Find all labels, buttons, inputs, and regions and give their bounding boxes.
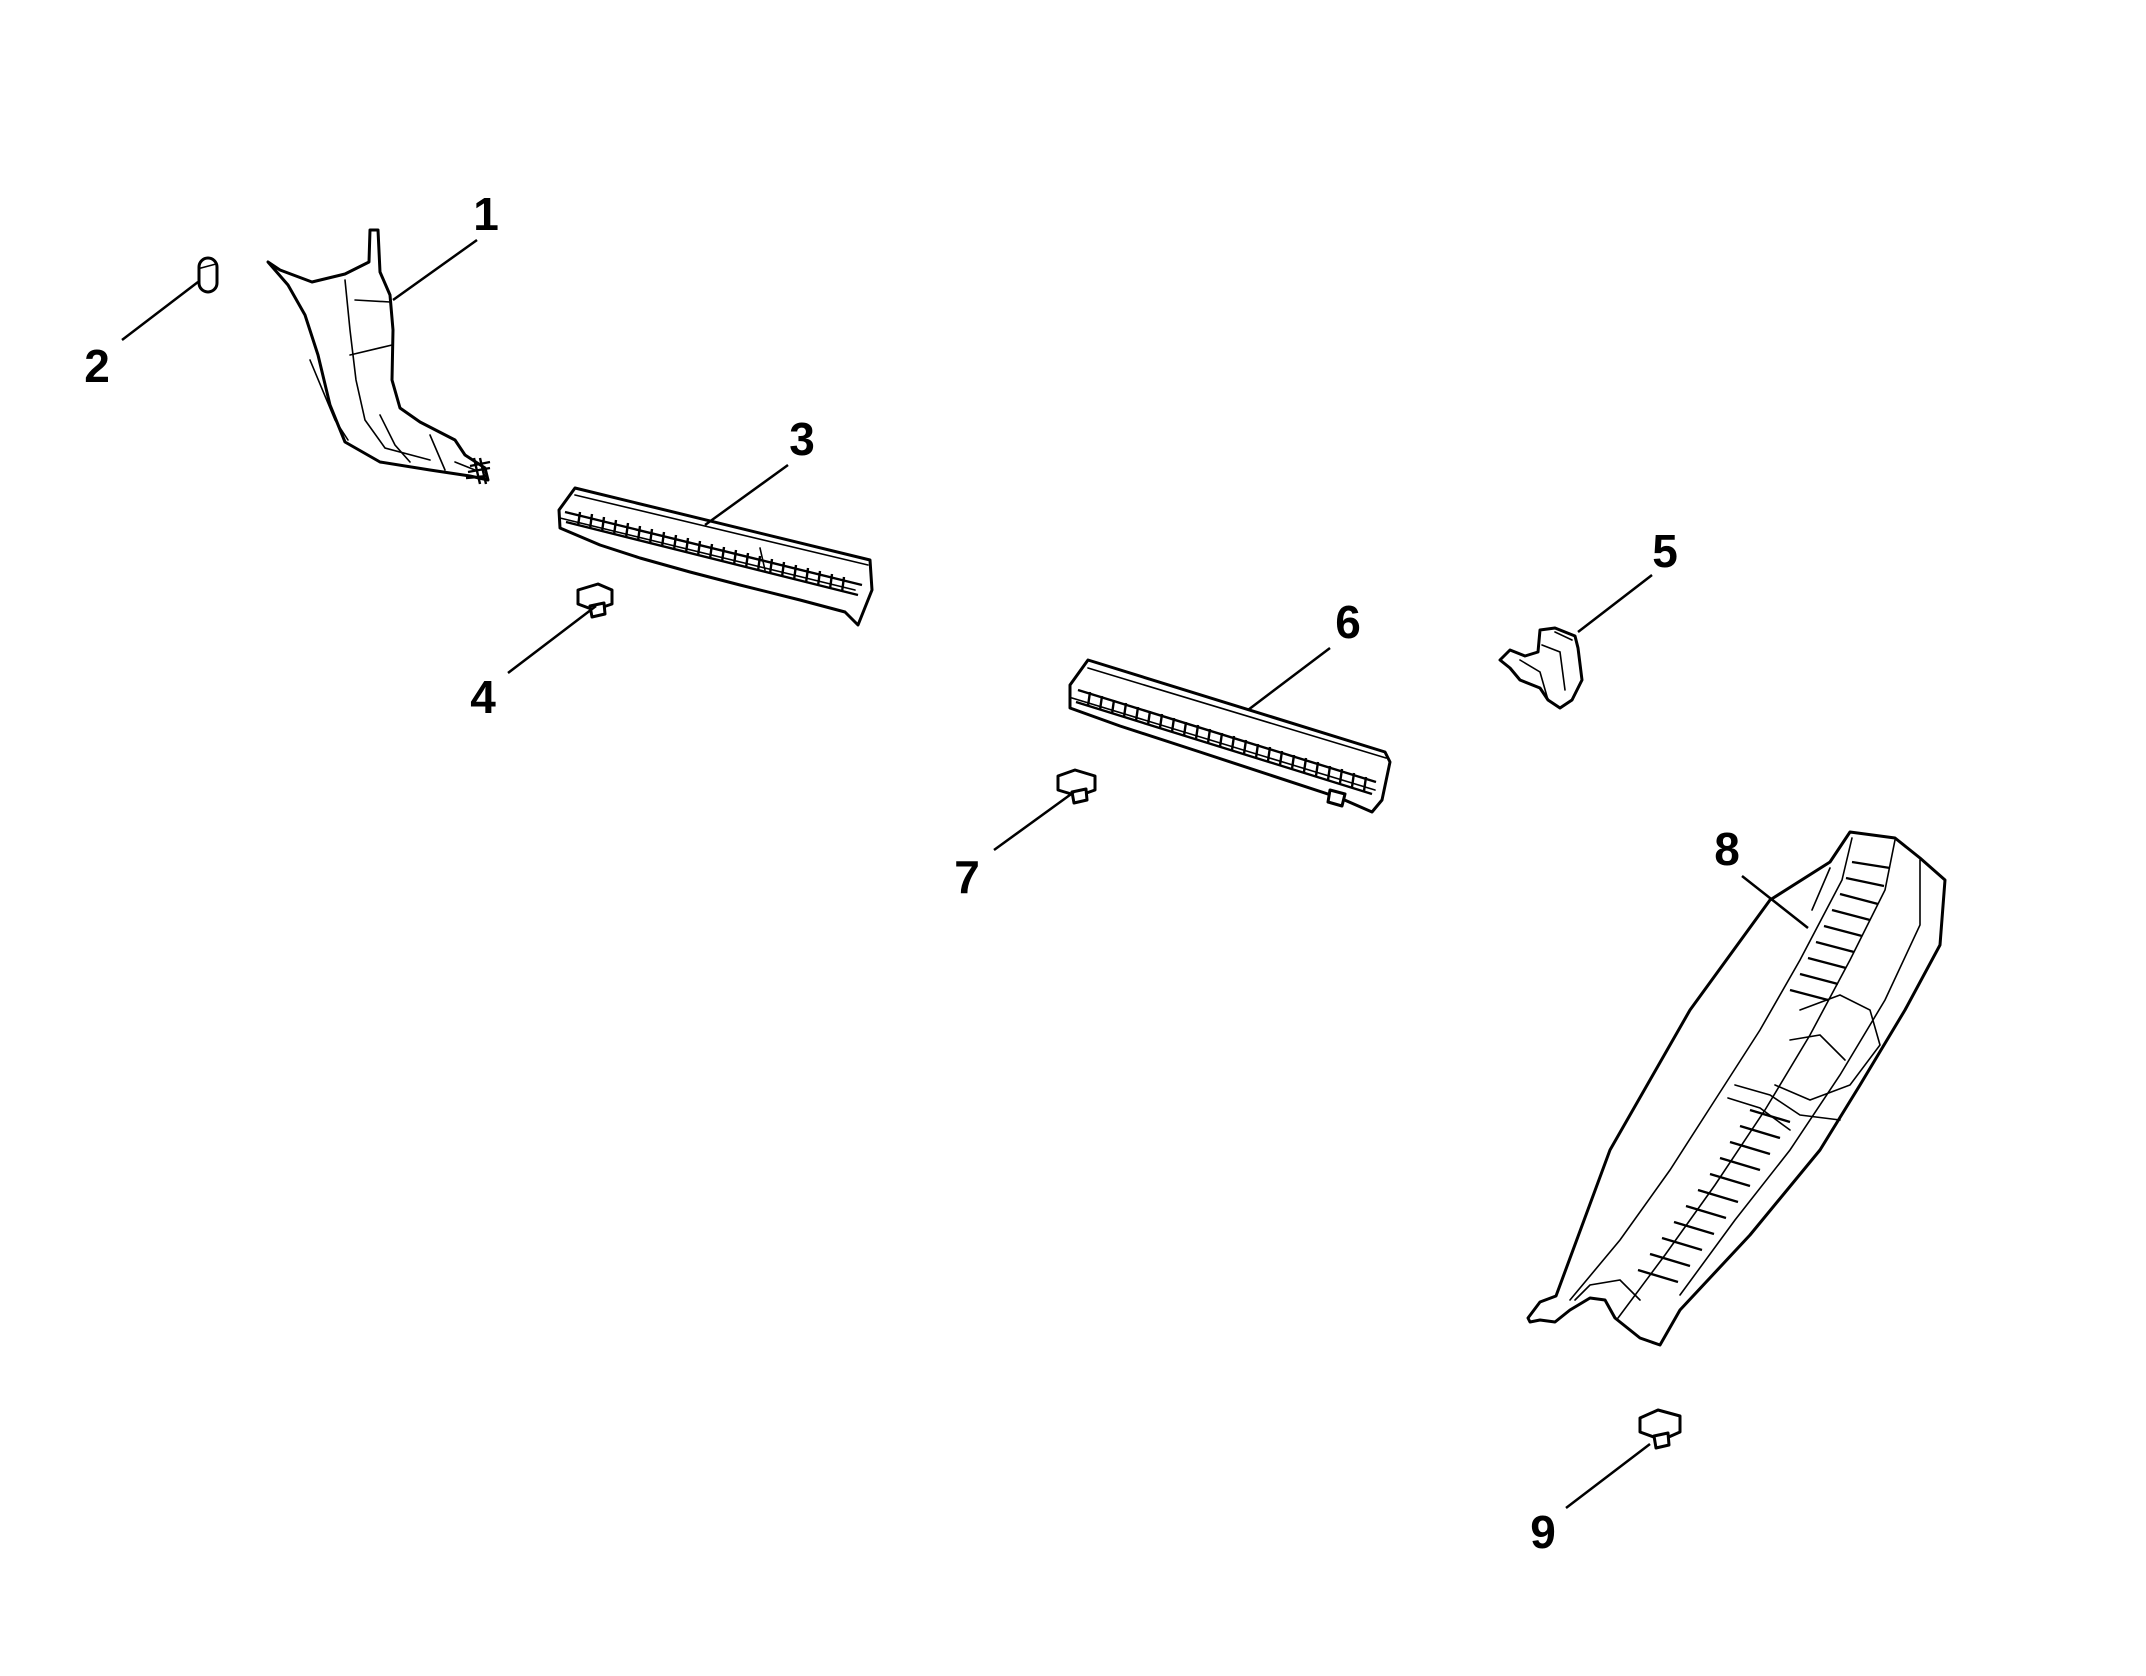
callout-4: 4 (470, 671, 496, 723)
leader-2 (121, 281, 199, 341)
leader-4 (507, 605, 597, 674)
part-5-retainer-clip (1498, 626, 1584, 710)
callout-2: 2 (84, 340, 110, 392)
leader-8 (1741, 875, 1809, 929)
part-7-push-pin (1056, 768, 1097, 805)
part-9-push-pin (1638, 1408, 1682, 1450)
part-8-sill-scuff-plate (1526, 830, 1947, 1347)
part-1-cowl-trim-panel (266, 228, 491, 485)
callout-3: 3 (789, 413, 815, 465)
callout-labels: 1 2 3 4 5 6 7 8 9 (84, 188, 1740, 1558)
leader-1 (392, 238, 478, 302)
leader-lines (121, 238, 1809, 1509)
part-2-clip (197, 256, 219, 294)
part-6-rear-scuff-plate (1068, 658, 1392, 814)
leader-6 (1247, 647, 1331, 711)
leader-3 (704, 463, 789, 527)
callout-5: 5 (1652, 525, 1678, 577)
leader-5 (1577, 574, 1653, 633)
part-4-push-pin (576, 582, 614, 619)
callout-7: 7 (954, 851, 980, 903)
leader-9 (1565, 1443, 1651, 1509)
callout-6: 6 (1335, 596, 1361, 648)
leader-7 (993, 790, 1075, 852)
callout-9: 9 (1530, 1506, 1556, 1558)
callout-1: 1 (473, 188, 499, 240)
part-3-front-scuff-plate (557, 486, 874, 627)
callout-8: 8 (1714, 823, 1740, 875)
